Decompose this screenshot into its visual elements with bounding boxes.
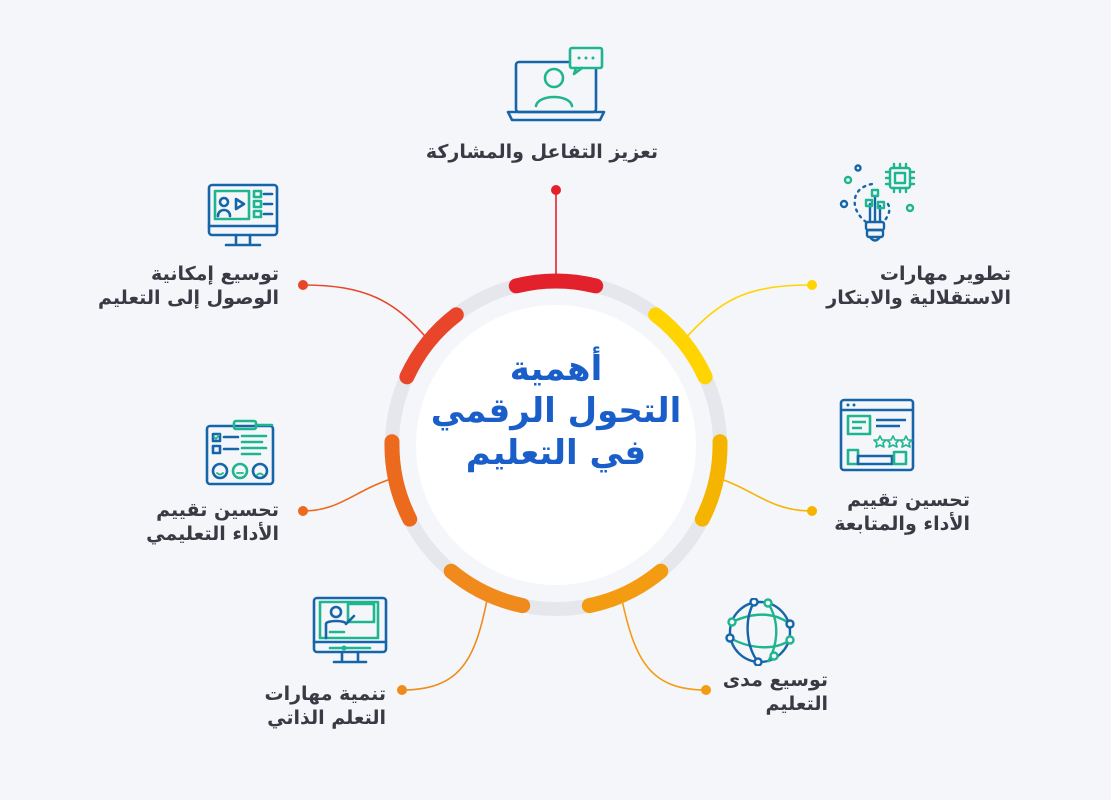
center-title: أهمية التحول الرقمي في التعليم <box>406 348 706 474</box>
ring-segment-self-learning <box>443 563 531 614</box>
monitor-video-icon <box>207 183 279 247</box>
connector-dot-self-learning <box>397 685 407 695</box>
label-innovation: تطوير مهارات الاستقلالية والابتكار <box>826 263 1011 309</box>
connectors <box>298 185 817 695</box>
connector-educational-assessment <box>302 477 395 512</box>
lightbulb-chip-icon <box>839 162 916 242</box>
title-line-2: التحول الرقمي <box>430 391 682 431</box>
survey-checklist-icon <box>205 419 275 486</box>
label-performance-tracking: تحسين تقييم الأداء والمتابعة <box>834 489 970 535</box>
ring-segments <box>384 273 728 614</box>
center-circle <box>416 305 696 585</box>
ring-segment-access <box>399 307 464 385</box>
connector-dot-access <box>298 280 308 290</box>
connector-access <box>302 284 431 343</box>
connector-dot-innovation <box>807 280 817 290</box>
ring-segment-educational-assessment <box>384 434 418 527</box>
label-interaction: تعزيز التفاعل والمشاركة <box>425 141 658 163</box>
connector-innovation <box>681 284 813 343</box>
connector-reach <box>621 599 707 691</box>
title-line-3: في التعليم <box>465 433 647 473</box>
label-reach: توسيع مدى التعليم <box>722 669 828 715</box>
label-educational-assessment: تحسين تقييم الأداء التعليمي <box>146 499 279 545</box>
connector-dot-interaction <box>551 185 561 195</box>
ring-segment-innovation <box>648 307 713 385</box>
video-call-icon <box>506 46 606 122</box>
connector-dot-educational-assessment <box>298 506 308 516</box>
connector-dot-reach <box>701 685 711 695</box>
title-line-1: أهمية <box>509 349 603 389</box>
ring-segment-reach <box>581 563 669 614</box>
connector-dot-performance-tracking <box>807 506 817 516</box>
network-globe-icon <box>725 598 795 666</box>
ring-segment-performance-tracking <box>694 434 728 527</box>
monitor-teacher-icon <box>312 596 388 664</box>
label-self-learning: تنمية مهارات التعلم الذاتي <box>264 683 386 729</box>
browser-rating-icon <box>839 398 915 472</box>
connector-self-learning <box>401 599 488 691</box>
ring-segment-interaction <box>508 273 604 294</box>
connector-performance-tracking <box>717 477 813 512</box>
label-access: توسيع إمكانية الوصول إلى التعليم <box>98 263 279 309</box>
